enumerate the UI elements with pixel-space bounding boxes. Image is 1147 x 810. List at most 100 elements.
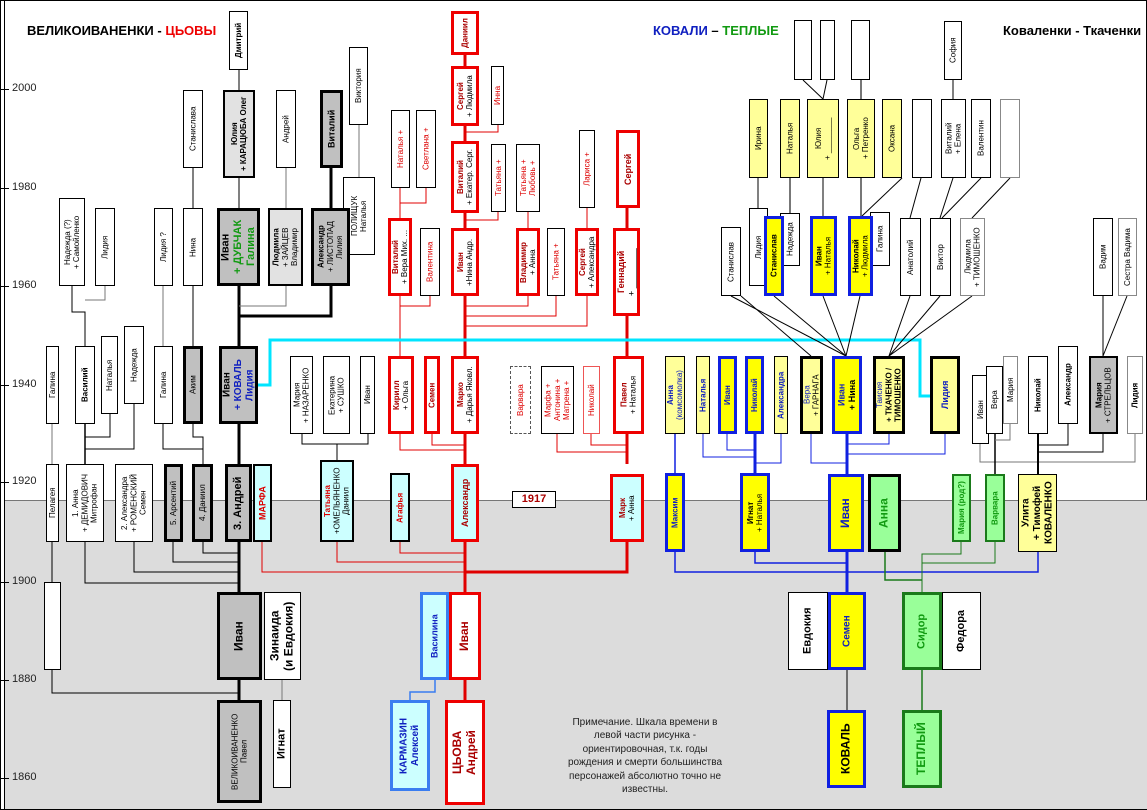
person-box-mark-anna: Марк+ Анна bbox=[610, 474, 644, 542]
person-name-line: Валентина bbox=[425, 241, 435, 283]
person-box-daniil-4: 4. Даниил bbox=[192, 464, 213, 542]
person-box-natalya-b: Наталья bbox=[696, 356, 710, 434]
person-name-line: Семен bbox=[138, 490, 148, 516]
person-name-line: Виталий bbox=[944, 122, 954, 155]
person-name-line: + Нина bbox=[847, 379, 857, 411]
connector-line bbox=[399, 434, 465, 451]
person-box-lyudmila-timoshenko: Людмила+ ТИМОШЕНКО bbox=[960, 218, 985, 296]
person-name-line: 3. Андрей bbox=[232, 476, 245, 530]
connector-line bbox=[1038, 434, 1104, 453]
person-box-maria-streltsov: Мария+ СТРЕЛЬЦОВ bbox=[1089, 356, 1118, 434]
title-middle: КОВАЛИ – ТЕПЛЫЕ bbox=[653, 23, 779, 38]
person-name-line: Оксана bbox=[887, 124, 897, 153]
person-name-line: Улита bbox=[1020, 498, 1032, 528]
person-name-line: Василий bbox=[80, 367, 90, 403]
person-box-ekaterina-sushko: Екатерина+ СУШКО bbox=[323, 356, 350, 434]
person-box-nikolay-r: Николай bbox=[583, 366, 600, 434]
person-name-line: +Нина Андр. bbox=[465, 238, 474, 286]
person-box-vera-garnaga: Вера+ ГАРНАГА bbox=[800, 356, 823, 434]
person-box-ivan-b: Иван bbox=[718, 356, 737, 434]
connector-line bbox=[847, 434, 890, 445]
person-box-stanislav-y: Станислав bbox=[764, 216, 784, 296]
person-box-andrey-3: 3. Андрей bbox=[225, 464, 252, 542]
person-box-nadezhda-l: Надежда bbox=[124, 326, 144, 404]
connector-line bbox=[702, 434, 755, 458]
connector-line bbox=[409, 680, 436, 700]
person-box-lidia-q: Лидия ? bbox=[154, 208, 173, 286]
person-box-kirill-olga: Кирилл+ Ольга bbox=[388, 356, 414, 434]
person-box-aleksandr-w: Александр bbox=[1058, 346, 1078, 424]
connector-line bbox=[822, 295, 847, 357]
person-box-ivan-nina-andr: Иван+Нина Андр. bbox=[451, 228, 479, 296]
person-name-line: Людмила bbox=[271, 228, 281, 266]
person-name-line: Татьяна + bbox=[518, 159, 528, 197]
person-box-ignat-natalya: Игнат+ Наталья bbox=[740, 473, 770, 552]
person-name-line: Иван bbox=[457, 621, 472, 651]
person-box-empty-2 bbox=[820, 20, 835, 80]
axis-tick bbox=[0, 89, 9, 90]
person-name-line: Галина bbox=[47, 371, 57, 399]
person-name-line: Юлия bbox=[229, 122, 239, 146]
person-box-ignat: Игнат bbox=[273, 700, 291, 788]
connector-line bbox=[884, 552, 922, 581]
person-name-line: ПОЛИЩУК bbox=[349, 195, 359, 237]
person-name-line: Антонина + bbox=[552, 378, 562, 422]
connector-line bbox=[740, 295, 812, 357]
connector-line bbox=[674, 552, 847, 573]
person-name-line: + Дарья Яковл. bbox=[465, 366, 474, 424]
person-name-line: Галина bbox=[158, 371, 168, 399]
person-name-line: Лидия bbox=[100, 235, 110, 259]
connector-line bbox=[239, 286, 287, 307]
person-box-vitaliy-vera: Виталий+ Вера Мих. ... bbox=[388, 218, 412, 296]
axis-year-label: 1980 bbox=[12, 181, 37, 193]
person-name-line: Иван bbox=[814, 246, 824, 266]
person-box-sidor: Сидор bbox=[902, 592, 942, 670]
person-name-line: Галина bbox=[244, 227, 257, 267]
person-name-line: Варвара bbox=[990, 491, 1000, 525]
connector-line bbox=[400, 296, 431, 307]
person-name-line: Аким bbox=[188, 375, 198, 395]
person-name-line: Татьяна + bbox=[493, 159, 503, 197]
person-box-vitaliy-elena: Виталий+ Елена bbox=[941, 99, 966, 178]
person-name-line: Наталья bbox=[785, 122, 795, 155]
person-box-maksim: Максим bbox=[665, 473, 685, 552]
person-name-line: Лидия bbox=[753, 235, 763, 259]
person-box-empty-4 bbox=[912, 99, 932, 178]
connector-line bbox=[995, 424, 1011, 441]
person-box-galina-r: Галина bbox=[870, 212, 890, 266]
person-name-line: Даниил bbox=[460, 18, 470, 48]
axis-tick bbox=[0, 778, 9, 779]
person-box-ivan-big: Иван bbox=[828, 474, 864, 552]
person-name-line: Александр bbox=[459, 478, 470, 528]
person-name-line: Виктор bbox=[935, 244, 945, 270]
connector-line bbox=[465, 296, 529, 307]
person-name-line: + Людмила bbox=[465, 75, 474, 117]
person-name-line: Андрей bbox=[281, 115, 291, 143]
connector-line bbox=[730, 295, 847, 357]
person-box-stanislav-w: Станислав bbox=[721, 227, 741, 296]
axis-year-label: 1900 bbox=[12, 575, 37, 587]
person-name-line: Вадим bbox=[1098, 244, 1108, 270]
person-name-line: Марфа + bbox=[543, 383, 553, 417]
axis-tick bbox=[0, 582, 9, 583]
person-name-line: Александра bbox=[776, 371, 786, 419]
person-name-line: Зинаида bbox=[267, 610, 282, 662]
person-name-line: Максим bbox=[670, 497, 680, 528]
person-name-line: Сергей bbox=[622, 153, 633, 185]
person-box-vladimir-anna: Владимир+ Анна bbox=[516, 228, 540, 296]
person-box-zinaida: Зинаида(и Евдокия) bbox=[264, 592, 301, 680]
axis-year-label: 1860 bbox=[12, 771, 37, 783]
person-name-line: Иван bbox=[975, 400, 985, 419]
connector-line bbox=[202, 542, 239, 554]
person-name-line: Лидия ? bbox=[158, 232, 168, 262]
person-name-line: Александр bbox=[1063, 363, 1073, 407]
person-box-ivan-l2: Иван bbox=[360, 356, 375, 434]
person-name-line: Варвара bbox=[515, 384, 525, 416]
person-box-lidia-w: Лидия bbox=[1127, 356, 1143, 434]
person-box-varvara-g: Варвара bbox=[985, 474, 1005, 542]
person-box-valentina: Валентина bbox=[420, 228, 440, 296]
